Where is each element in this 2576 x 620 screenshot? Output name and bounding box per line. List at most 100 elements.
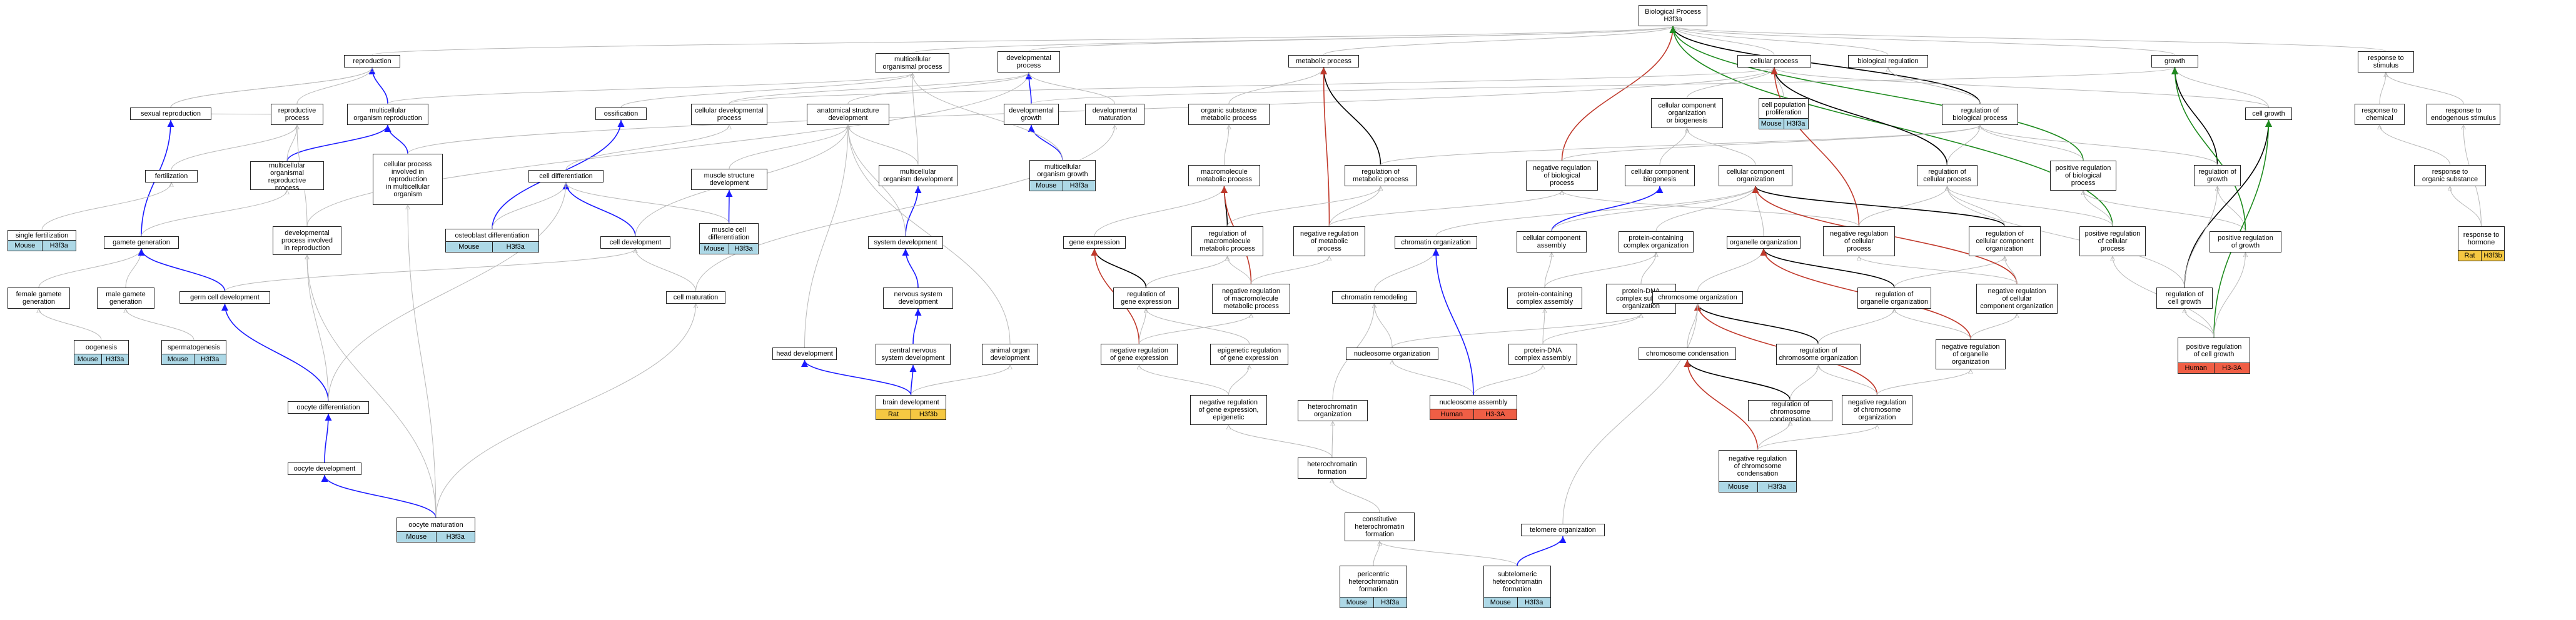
go-term-node[interactable]: sexual reproduction [130,108,211,120]
go-term-node[interactable]: system development [868,236,943,249]
go-term-node[interactable]: cellular component organization or bioge… [1651,98,1723,128]
go-term-node[interactable]: multicellular organism development [879,165,957,186]
go-term-node[interactable]: oocyte development [288,462,361,475]
go-term-node[interactable]: central nervous system development [876,344,951,365]
go-term-node[interactable]: developmental growth [1004,104,1059,125]
go-term-node[interactable]: female gamete generation [8,288,70,309]
go-term-node[interactable]: protein-DNA complex assembly [1508,344,1577,365]
go-term-node[interactable]: animal organ development [982,344,1038,365]
go-term-node[interactable]: regulation of gene expression [1113,288,1179,309]
go-term-node[interactable]: cellular developmental process [691,104,767,125]
go-term-node[interactable]: positive regulation of cellular process [2079,226,2146,256]
go-term-node[interactable]: nucleosome organization [1346,348,1438,360]
go-term-node[interactable]: cellular process involved in reproductio… [373,154,443,205]
go-term-node[interactable]: chromosome organization [1652,291,1743,304]
go-term-node[interactable]: gene expression [1063,236,1126,249]
go-term-node[interactable]: multicellular organism reproduction [347,104,428,125]
go-term-node[interactable]: ossification [595,108,647,120]
go-term-node[interactable]: negative regulation of gene expression, … [1190,395,1267,425]
go-term-node[interactable]: regulation of cell growth [2156,288,2213,309]
go-term-node[interactable]: nervous system development [883,288,953,309]
go-term-node[interactable]: metabolic process [1288,55,1359,68]
go-term-node[interactable]: constitutive heterochromatin formation [1345,512,1415,541]
go-term-node[interactable]: negative regulation of organelle organiz… [1936,339,2006,369]
go-term-node[interactable]: biological regulation [1848,55,1928,68]
go-term-node[interactable]: regulation of organelle organization [1857,288,1931,309]
go-term-node[interactable]: heterochromatin formation [1298,458,1366,479]
go-term-node[interactable]: organelle organization [1727,236,1801,249]
go-term-node[interactable]: muscle structure development [691,169,767,190]
go-term-node[interactable]: head development [772,348,837,360]
go-term-node[interactable]: reproductive process [271,104,323,125]
go-term-node[interactable]: regulation of biological process [1942,104,2018,125]
go-term-node[interactable]: cell growth [2245,108,2292,120]
go-term-node[interactable]: multicellular organismal process [876,53,949,73]
go-term-node[interactable]: multicellular organismal reproductive pr… [250,161,324,190]
go-term-node[interactable]: anatomical structure development [807,104,889,125]
go-term-node[interactable]: chromatin organization [1395,236,1477,249]
go-term-node[interactable]: chromosome condensation [1639,348,1736,360]
go-term-node[interactable]: regulation of cellular process [1917,165,1977,186]
go-term-node[interactable]: response to chemical [2355,104,2405,125]
go-term-node[interactable]: protein-containing complex organization [1619,231,1694,252]
go-term-node[interactable]: regulation of chromosome condensation [1748,400,1832,421]
go-term-node[interactable]: regulation of chromosome organization [1776,344,1861,365]
go-term-node[interactable]: negative regulation of chromosome organi… [1842,395,1912,425]
go-term-node[interactable]: organic substance metabolic process [1188,104,1270,125]
go-term-node[interactable]: developmental process [998,51,1060,72]
go-term-node[interactable]: response to endogenous stimulus [2427,104,2500,125]
go-term-node[interactable]: cellular component organization [1719,165,1792,186]
go-term-node[interactable]: negative regulation of gene expression [1101,344,1178,365]
go-term-node[interactable]: positive regulation of growth [2210,231,2281,252]
go-term-node[interactable]: Biological Process H3f3a [1639,5,1707,26]
go-term-node[interactable]: regulation of macromolecule metabolic pr… [1191,226,1263,256]
go-term-node[interactable]: negative regulation of biological proces… [1526,161,1598,191]
go-term-node[interactable]: regulation of cellular component organiz… [1969,226,2041,256]
go-term-node[interactable]: fertilization [145,170,198,182]
go-term-node[interactable]: cell differentiation [528,170,604,182]
go-term-node[interactable]: cell maturation [666,291,725,304]
go-term-node[interactable]: macromolecule metabolic process [1188,165,1260,186]
go-term-node[interactable]: cellular component biogenesis [1625,165,1695,186]
go-term-node[interactable]: response to stimulus [2358,51,2414,72]
go-term-node[interactable]: regulation of metabolic process [1345,165,1417,186]
go-term-node[interactable]: reproduction [344,55,400,68]
go-term-node[interactable]: heterochromatin organization [1298,400,1368,421]
go-term-node[interactable]: positive regulation of biological proces… [2050,161,2116,191]
go-term-node[interactable]: response to organic substance [2414,165,2486,186]
go-term-node[interactable]: negative regulation of cellular componen… [1976,284,2058,314]
go-term-node[interactable]: growth [2151,55,2198,68]
go-term-node[interactable]: negative regulation of macromolecule met… [1212,284,1290,314]
go-term-node[interactable]: oocyte differentiation [288,401,369,414]
go-term-node[interactable]: developmental process involved in reprod… [273,226,341,255]
go-term-node[interactable]: chromatin remodeling [1332,291,1417,304]
go-term-node[interactable]: male gamete generation [97,288,154,309]
go-term-node[interactable]: developmental maturation [1085,104,1144,125]
go-term-node[interactable]: cellular process [1737,55,1811,68]
go-term-node[interactable]: protein-containing complex assembly [1507,288,1582,309]
go-term-node[interactable]: cellular component assembly [1517,231,1587,252]
go-term-node[interactable]: cell development [600,236,670,249]
go-term-node[interactable]: germ cell development [179,291,270,304]
go-term-node[interactable]: gamete generation [104,236,179,249]
go-term-node[interactable]: negative regulation of chromosome conden… [1719,450,1797,492]
go-term-node[interactable]: regulation of growth [2194,165,2241,186]
go-term-node[interactable]: telomere organization [1521,524,1605,536]
go-term-node[interactable]: negative regulation of metabolic process [1293,226,1365,256]
go-term-node[interactable]: negative regulation of cellular process [1823,226,1895,256]
go-term-node[interactable]: epigenetic regulation of gene expression [1210,344,1288,365]
